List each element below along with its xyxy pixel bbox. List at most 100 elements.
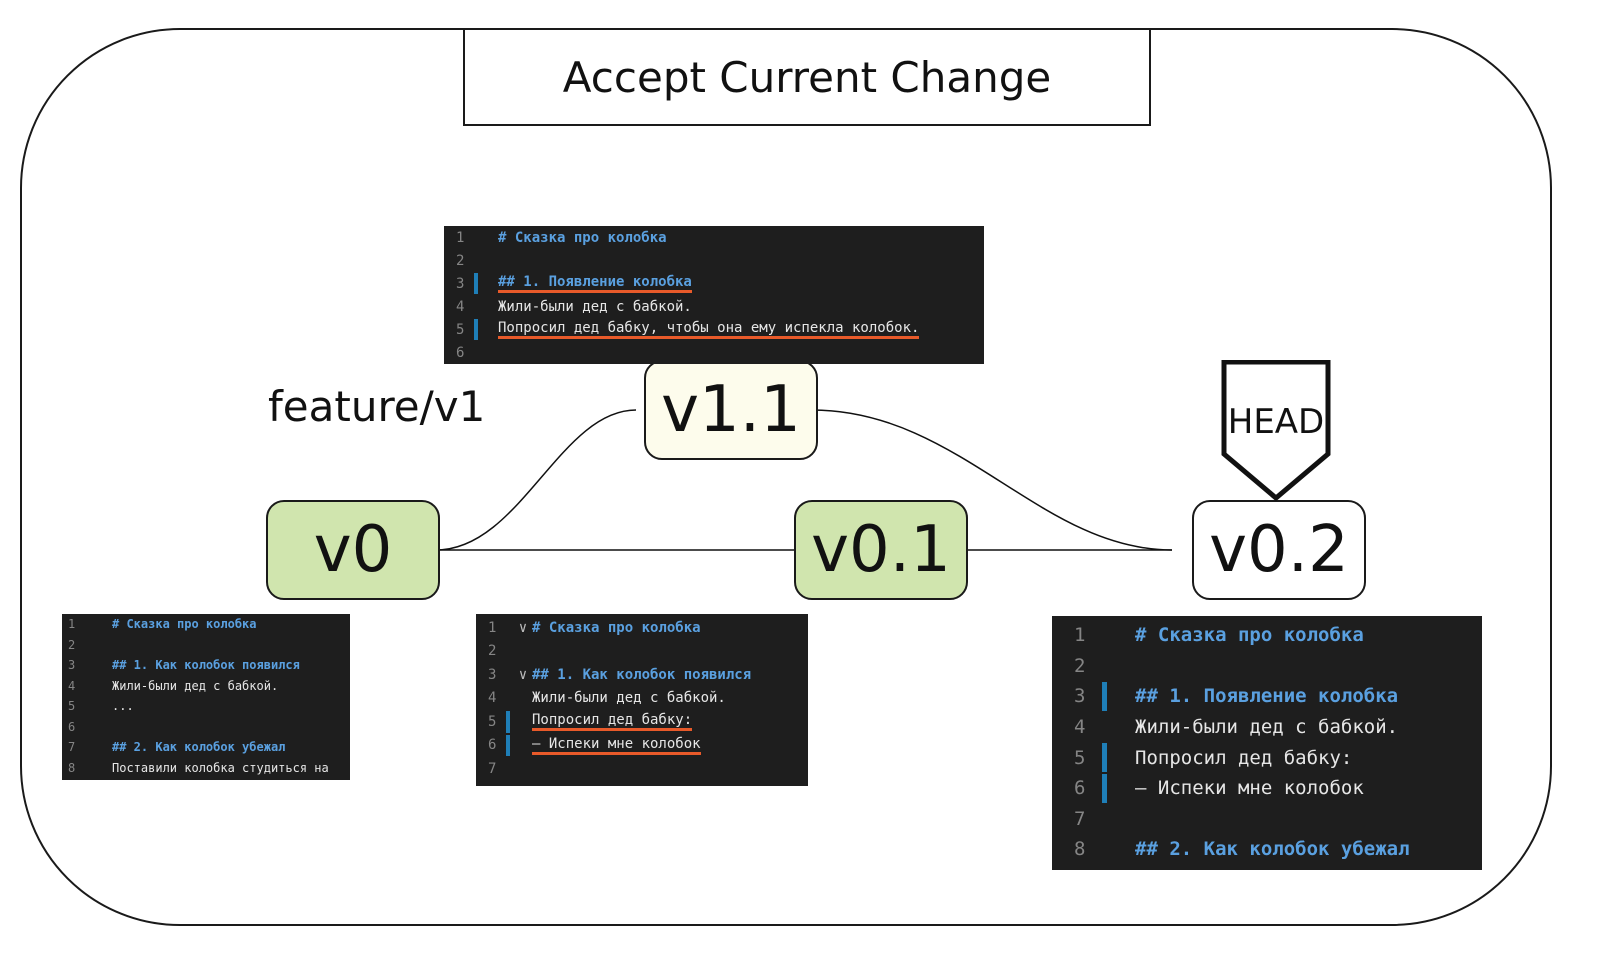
code-line: 3 ## 1. Появление колобка [444,272,984,295]
code-line: 6 [62,717,350,738]
code-line: 2 [476,640,808,664]
code-line: 3## 1. Появление колобка [1052,681,1482,712]
code-line: 4 Жили-были дед с бабкой. [476,687,808,711]
code-text: Попросил дед бабку: [532,712,693,732]
code-line: 1 # Сказка про колобка [1052,620,1482,651]
change-marker [474,227,478,248]
code-text: Попросил дед бабку: [1135,746,1353,769]
code-line: 8 Поставили колобка студиться на [62,758,350,779]
line-number: 3 [488,666,497,683]
link-v0-v11 [435,409,637,551]
change-marker [86,656,90,675]
code-line: 2 [1052,651,1482,682]
code-text: Поставили колобка студиться на [112,760,329,775]
line-number: 3 [456,275,465,292]
code-line: 1 ∨# Сказка про колобка [476,616,808,640]
line-number: 4 [68,678,76,693]
branch-label: feature/v1 [268,382,486,431]
code-line: 4 Жили-были дед с бабкой. [62,676,350,697]
line-number: 1 [488,619,497,636]
code-line: 2 [62,635,350,656]
code-line: 2 [444,249,984,272]
code-text: # Сказка про колобка [112,617,257,632]
commit-v0-1-label: v0.1 [811,513,951,587]
line-number: 8 [1074,838,1086,861]
line-number: 3 [68,658,76,673]
line-number: 2 [488,643,497,660]
line-number: 1 [1074,624,1086,647]
commit-v0-2-label: v0.2 [1209,513,1349,587]
diagram-title: Accept Current Change [562,52,1052,102]
code-snippet-v1-1: 1 # Сказка про колобка 2 3 ## 1. Появление к… [444,226,984,364]
line-number: 2 [68,637,76,652]
line-number: 5 [1074,746,1086,769]
commit-v0-1[interactable]: v0.1 [794,500,968,600]
code-text: ... [112,699,134,714]
head-label: HEAD [1227,402,1325,442]
change-marker [506,758,510,780]
line-number: 8 [68,760,76,775]
commit-v1-1-label: v1.1 [661,373,801,447]
code-text: — Испеки мне колобок [1135,777,1364,800]
code-line: 1 # Сказка про колобка [444,226,984,249]
line-number: 1 [68,617,76,632]
line-number: 7 [68,740,76,755]
line-number: 7 [1074,807,1086,830]
code-text: ## 1. Появление колобка [498,274,692,293]
change-marker [86,697,90,716]
change-marker [1102,773,1107,803]
code-line: 5... [62,696,350,717]
change-marker [506,688,510,710]
change-marker [86,738,90,757]
line-number: 5 [68,699,76,714]
code-text: ## 2. Как колобок убежал [112,740,286,755]
commit-v0[interactable]: v0 [266,500,440,600]
code-text: # Сказка про колобка [498,229,667,246]
head-pointer-icon [1221,360,1331,502]
change-marker [86,615,90,634]
fold-chevron-icon[interactable]: ∨ [518,619,528,636]
code-line: 5 Попросил дед бабку: [1052,742,1482,773]
commit-v1-1[interactable]: v1.1 [644,360,818,460]
change-marker [474,342,478,363]
diagram-title-box: Accept Current Change [463,28,1151,126]
code-line: 7 ## 2. Как колобок убежал [62,737,350,758]
line-number: 6 [1074,777,1086,800]
code-line: 7 [476,757,808,781]
code-line: 1 # Сказка про колобка [62,614,350,635]
line-number: 6 [68,719,76,734]
change-marker [1102,713,1107,742]
commit-v0-2[interactable]: v0.2 [1192,500,1366,600]
line-number: 1 [456,229,465,246]
change-marker [1102,652,1107,681]
change-marker [474,319,478,340]
change-marker [506,641,510,663]
change-marker [506,617,510,639]
code-text: # Сказка про колобка [1135,624,1364,647]
code-text: Жили-были дед с бабкой. [532,690,726,707]
code-text: # Сказка про колобка [532,619,701,636]
code-text: — Испеки мне колобок [532,736,701,755]
change-marker [1102,621,1107,650]
change-marker [1102,805,1107,834]
code-line: 6 — Испеки мне колобок [1052,773,1482,804]
code-text: Жили-были дед с бабкой. [112,678,279,693]
line-number: 4 [488,690,497,707]
line-number: 2 [456,252,465,269]
change-marker [1102,743,1107,772]
code-line: 6— Испеки мне колобок [476,734,808,758]
change-marker [86,677,90,696]
change-marker [506,711,510,733]
link-v11-v02 [811,409,1173,551]
code-line: 5 Попросил дед бабку: [476,710,808,734]
change-marker [86,718,90,737]
line-number: 5 [488,713,497,730]
fold-chevron-icon[interactable]: ∨ [518,666,528,683]
change-marker [474,296,478,317]
code-line: 6 [444,341,984,364]
code-text: Жили-были дед с бабкой. [1135,716,1399,739]
